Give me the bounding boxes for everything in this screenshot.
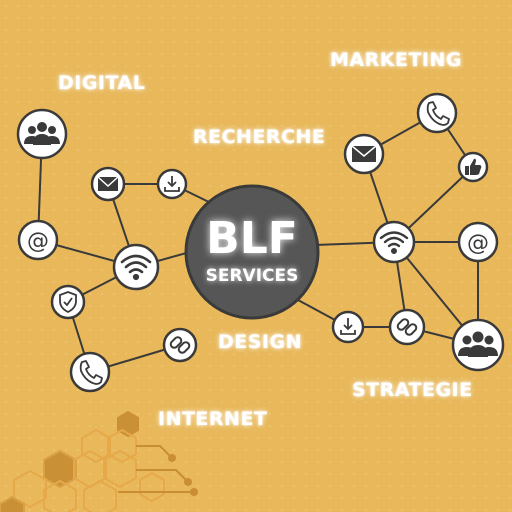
- at-node-right[interactable]: @: [457, 221, 499, 263]
- link-node-right[interactable]: [388, 308, 426, 346]
- people-node-left[interactable]: [16, 108, 68, 160]
- label-recherche: RECHERCHE: [193, 126, 326, 148]
- shield-check-icon: [59, 291, 77, 314]
- label-strategie: STRATEGIE: [352, 379, 473, 401]
- label-design: DESIGN: [218, 331, 303, 353]
- hexagon-decoration: [0, 410, 165, 512]
- label-internet: INTERNET: [158, 408, 268, 430]
- center-node: [184, 184, 320, 320]
- phone-node-right[interactable]: [416, 92, 458, 134]
- download-icon: [164, 176, 180, 192]
- people-node-right[interactable]: [451, 318, 505, 372]
- shield-node[interactable]: [50, 284, 86, 320]
- mail-node-right[interactable]: [343, 133, 385, 175]
- at-node-left[interactable]: @: [17, 219, 59, 261]
- circuit-traces: [118, 445, 198, 496]
- wifi-node-left[interactable]: [112, 243, 160, 291]
- phone-icon: [426, 101, 450, 126]
- phone-node-left[interactable]: [69, 351, 111, 393]
- wifi-node-right[interactable]: [372, 220, 416, 264]
- link-icon: [396, 318, 418, 336]
- thumbs-up-node[interactable]: [457, 151, 489, 183]
- link-node-left[interactable]: [162, 327, 198, 363]
- download-icon: [340, 318, 356, 335]
- phone-icon: [79, 360, 103, 385]
- mail-icon: [351, 145, 377, 162]
- mail-icon: [97, 176, 119, 191]
- people-icon: [458, 331, 498, 357]
- link-icon: [169, 336, 191, 354]
- thumbs-up-icon: [465, 158, 482, 175]
- wifi-icon: [120, 254, 152, 281]
- at-icon: @: [467, 231, 489, 256]
- label-marketing: MARKETING: [330, 49, 462, 71]
- mail-node-left[interactable]: [90, 166, 126, 202]
- wifi-icon: [379, 231, 409, 254]
- people-icon: [24, 122, 60, 145]
- download-node-bottom[interactable]: [331, 310, 365, 344]
- at-icon: @: [27, 229, 49, 254]
- download-node-top[interactable]: [156, 168, 188, 200]
- label-digital: DIGITAL: [58, 72, 146, 94]
